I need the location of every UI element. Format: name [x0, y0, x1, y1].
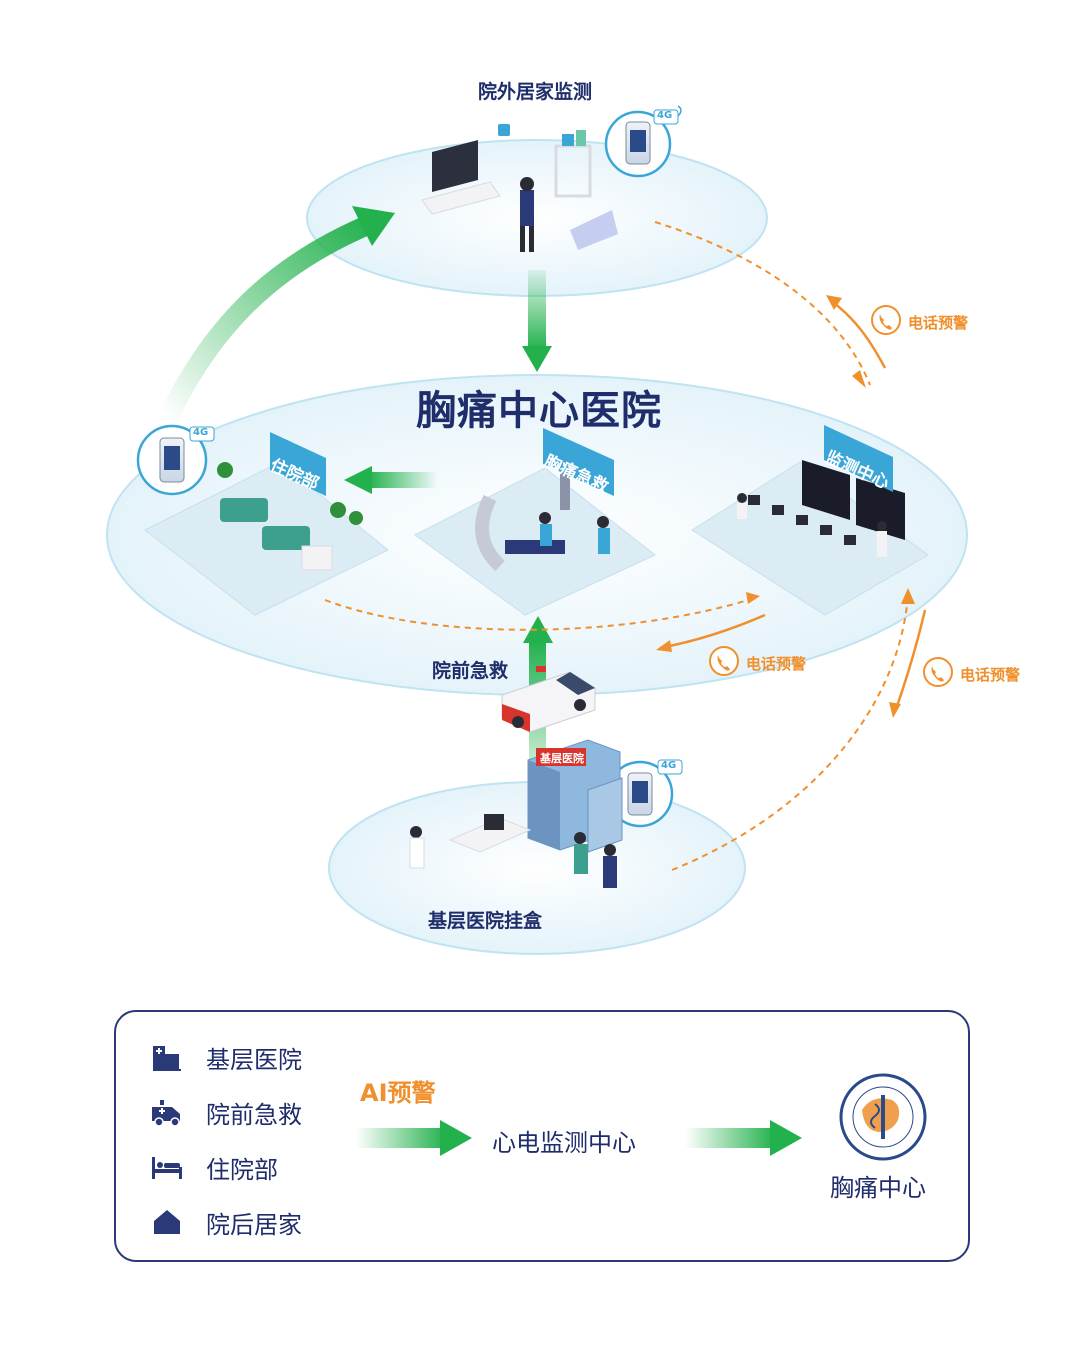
hospital-building-icon	[150, 1040, 184, 1074]
arrow-emergency-to-inpatient-head	[344, 466, 372, 494]
dashed-grassroots-to-monitoring	[671, 594, 909, 871]
ambulance-illustration	[501, 666, 596, 733]
arrow-prehospital-to-emergency-head	[523, 616, 553, 643]
tag-emergency-shape	[543, 428, 614, 496]
phone-alert-icon-right	[923, 657, 953, 687]
emergency-scene-illustration	[475, 470, 610, 572]
ecg-device-icon-home	[604, 105, 682, 178]
phone-alert-icon-top	[871, 305, 901, 335]
ambulance-icon	[150, 1095, 184, 1129]
legend-center-label: 心电监测中心	[492, 1129, 636, 1157]
badge-4g-home-shape	[653, 109, 679, 125]
legend-arrow-2	[685, 1128, 775, 1148]
arrow-inpatient-to-home	[158, 212, 379, 423]
legend-item-prehospital: 院前急救	[150, 1095, 302, 1129]
legend-label-inpatient: 住院部	[206, 1155, 278, 1184]
page-title: 胸痛中心医院	[416, 388, 662, 434]
zone-label-grassroots: 基层医院挂盒	[428, 910, 543, 932]
badge-4g-home: 4G	[657, 110, 673, 121]
dashed-grassroots-to-monitoring-head	[901, 588, 915, 604]
tag-monitoring-shape	[824, 425, 893, 492]
arrow-emergency-to-inpatient	[368, 472, 438, 488]
home-scene-illustration	[421, 124, 618, 252]
legend-target-label: 胸痛中心	[830, 1174, 926, 1202]
alert-arrow-top	[829, 298, 887, 369]
badge-4g-inpatient-shape	[189, 426, 215, 442]
legend-item-grassroots: 基层医院	[150, 1040, 302, 1074]
tag-inpatient-shape	[270, 432, 326, 496]
badge-4g-grassroots: 4G	[661, 760, 677, 771]
legend-label-home: 院后居家	[206, 1210, 302, 1239]
hospital-bed-icon	[150, 1150, 184, 1184]
phone-alert-icon-mid	[709, 646, 739, 676]
badge-4g-grassroots-shape	[657, 759, 683, 775]
ecg-device-icon-inpatient	[136, 424, 208, 496]
dashed-inpatient-to-monitoring-head	[746, 592, 760, 604]
grassroots-scene-illustration	[409, 814, 617, 888]
arrow-inpatient-to-home-head	[352, 206, 395, 246]
badge-4g-inpatient: 4G	[193, 427, 209, 438]
legend-label-grassroots: 基层医院	[206, 1045, 302, 1074]
dashed-inpatient-to-monitoring	[324, 597, 756, 631]
monitoring-scene-illustration	[737, 460, 905, 557]
building-sign: 基层医院	[540, 752, 584, 765]
arrow-home-to-hospital-head	[522, 346, 552, 372]
legend-arrow-1	[356, 1128, 446, 1148]
dashed-home-to-monitoring	[654, 221, 871, 386]
legend-arrow-2-head	[770, 1120, 802, 1156]
ecg-device-icon-grassroots	[606, 760, 674, 828]
alert-arrow-right	[893, 609, 927, 713]
alert-arrow-right-head	[889, 702, 901, 718]
legend-panel	[114, 1010, 970, 1262]
legend-label-prehospital: 院前急救	[206, 1100, 302, 1129]
home-icon	[150, 1205, 184, 1239]
alert-label-right: 电话预警	[960, 666, 1021, 684]
legend-ai-label: AI预警	[360, 1079, 436, 1107]
legend-arrow-1-head	[440, 1120, 472, 1156]
china-chest-pain-center-logo-icon	[839, 1073, 927, 1161]
alert-label-top: 电话预警	[908, 314, 969, 332]
grassroots-hospital-building	[527, 739, 623, 853]
alert-arrow-mid-head	[656, 640, 672, 652]
alert-arrow-mid	[659, 613, 766, 650]
zone-label-home: 院外居家监测	[478, 81, 593, 103]
arrow-home-to-hospital	[528, 270, 546, 350]
alert-arrow-top-head	[826, 295, 842, 310]
zone-label-prehospital: 院前急救	[432, 660, 509, 682]
legend-item-inpatient: 住院部	[150, 1150, 278, 1184]
alert-label-mid: 电话预警	[746, 655, 807, 673]
dashed-home-to-monitoring-head	[852, 370, 866, 388]
legend-item-home: 院后居家	[150, 1205, 302, 1239]
inpatient-scene-illustration	[217, 462, 363, 571]
